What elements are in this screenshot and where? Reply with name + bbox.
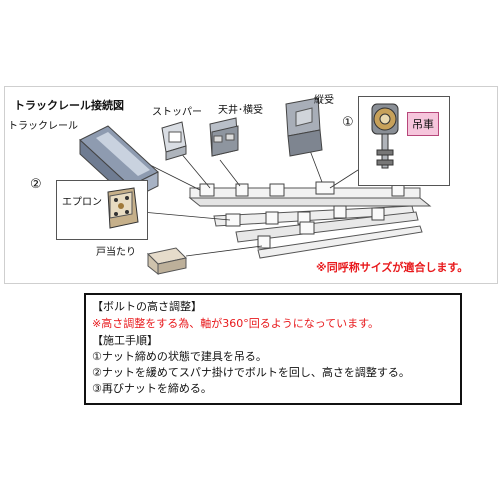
ceiling-side-bracket (209, 117, 239, 157)
vertical-bracket (285, 97, 323, 157)
hanger-wheel-overlay (371, 103, 399, 169)
bolt-height-adjustment-box: 【ボルトの高さ調整】 ※高さ調整をする為、軸が360°回るようになっています。 … (84, 293, 462, 405)
diagram-title: トラックレール接続図 (14, 99, 124, 112)
marker-one: ① (342, 115, 354, 130)
marker-two: ② (30, 177, 42, 192)
track-rail-part (79, 125, 159, 202)
label-track-rail: トラックレール (8, 121, 78, 132)
notes-red-line: ※高さ調整をする為、軸が360°回るようになっています。 (92, 317, 380, 330)
procedure-step-2: ②ナットを緩めてスパナ掛けでボルトを回し、高さを調整する。 (92, 366, 410, 379)
procedure-heading: 【施工手順】 (92, 334, 158, 347)
procedure-step-1: ①ナット締めの状態で建具を吊る。 (92, 350, 267, 363)
rail-brackets (199, 181, 405, 249)
procedure-step-3: ③再びナットを締める。 (92, 382, 212, 395)
label-vertical: 縦受 (314, 95, 334, 106)
leader-lines (139, 139, 359, 257)
stopper-part (161, 121, 187, 161)
label-ceiling-side: 天井･横受 (218, 105, 263, 116)
notes-heading: 【ボルトの高さ調整】 (92, 300, 202, 313)
label-stopper: ストッパー (152, 107, 202, 118)
label-hanger: 吊車 (407, 112, 439, 136)
label-apron: エプロン (62, 197, 102, 208)
label-door-stop: 戸当たり (96, 247, 136, 258)
door-stop-part (146, 247, 188, 276)
apron-part-overlay (107, 187, 139, 229)
compatibility-note: ※同呼称サイズが適合します。 (316, 261, 469, 274)
